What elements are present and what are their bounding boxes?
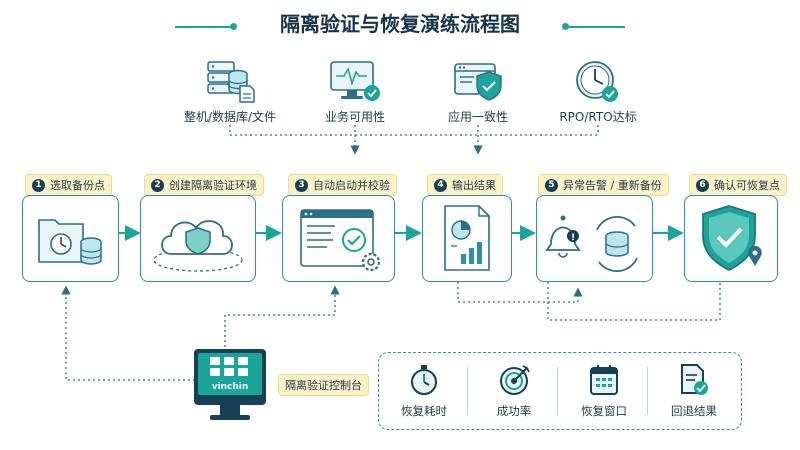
console-monitor: vinchin — [190, 345, 270, 430]
console-brand: vinchin — [211, 382, 249, 392]
step-label-6: 6 确认可恢复点 — [689, 174, 787, 196]
metrics-divider — [557, 367, 558, 415]
step-number: 5 — [545, 178, 558, 192]
step-number: 4 — [434, 178, 447, 192]
step-label-2: 2 创建隔离验证环境 — [144, 174, 264, 196]
step-number: 2 — [151, 178, 164, 192]
calendar-icon — [588, 363, 620, 401]
top-item-label-3: 应用一致性 — [447, 110, 508, 124]
step-text: 自动启动并校验 — [313, 179, 390, 192]
server-database-file-icon — [200, 60, 260, 104]
svg-text:!: ! — [571, 233, 575, 243]
shield-check-location-icon — [702, 205, 762, 272]
step-number: 6 — [696, 178, 709, 192]
clock-check-icon — [573, 58, 623, 106]
step-box-2 — [140, 195, 256, 282]
report-chart-icon — [444, 205, 490, 271]
monitor-heartbeat-icon — [327, 60, 383, 104]
cloud-shield-icon — [153, 220, 243, 272]
top-item-label-4: RPO/RTO达标 — [559, 110, 637, 124]
title-right-rule — [568, 26, 625, 28]
title-right-dot — [562, 23, 569, 30]
step-label-4: 4 输出结果 — [427, 174, 503, 196]
step-text: 创建隔离验证环境 — [169, 179, 257, 192]
metric-label-success-rate: 成功率 — [496, 404, 532, 418]
step-text: 异常告警 / 重新备份 — [563, 179, 662, 192]
window-check-gear-icon — [300, 209, 381, 272]
step-box-5: ! — [536, 195, 653, 282]
step-label-3: 3 自动启动并校验 — [288, 174, 397, 196]
document-check-icon — [677, 363, 711, 401]
target-icon — [498, 363, 532, 401]
title-left-rule — [175, 26, 232, 28]
step-box-3 — [282, 195, 395, 282]
top-item-label-2: 业务可用性 — [324, 110, 385, 124]
diagram-title: 隔离验证与恢复演练流程图 — [280, 12, 520, 36]
step-label-1: 1 选取备份点 — [25, 174, 112, 196]
step-text: 选取备份点 — [50, 179, 105, 192]
metric-label-rollback-result: 回退结果 — [671, 404, 717, 418]
metrics-divider — [647, 367, 648, 415]
metric-label-recovery-time: 恢复耗时 — [401, 404, 447, 418]
step-box-6 — [684, 195, 778, 282]
folder-clock-database-icon — [38, 219, 102, 265]
metric-label-recovery-window: 恢复窗口 — [581, 404, 627, 418]
title-left-dot — [230, 23, 237, 30]
shield-check-window-icon — [452, 60, 508, 104]
step-number: 1 — [32, 178, 45, 192]
top-item-label-1: 整机/数据库/文件 — [183, 110, 277, 124]
step-box-4 — [422, 195, 512, 282]
step-text: 输出结果 — [452, 179, 496, 192]
step-number: 3 — [295, 178, 308, 192]
console-label: 隔离验证控制台 — [278, 374, 369, 396]
step-text: 确认可恢复点 — [714, 179, 780, 192]
bell-alert-database-sync-icon: ! — [545, 215, 638, 272]
metrics-divider — [467, 367, 468, 415]
stopwatch-icon — [408, 363, 440, 401]
step-box-1 — [22, 195, 119, 282]
metrics-panel: 恢复耗时 成功率 恢复窗口 回退结果 — [378, 352, 742, 430]
step-label-5: 5 异常告警 / 重新备份 — [538, 174, 669, 196]
